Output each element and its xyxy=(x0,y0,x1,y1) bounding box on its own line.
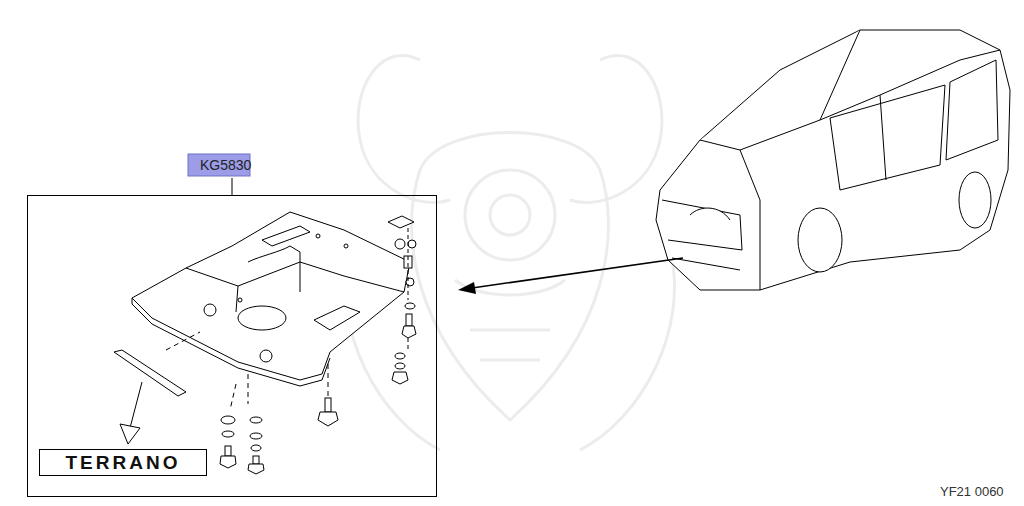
skid-plate xyxy=(132,212,410,386)
logo-text: TERRANO xyxy=(66,453,181,472)
leader-line xyxy=(232,178,233,195)
watermark-mask xyxy=(346,55,675,450)
logo-box: TERRANO xyxy=(39,449,207,476)
parts-frame: KG5830TERRANO xyxy=(27,195,437,497)
bolt-stack xyxy=(388,216,416,384)
garnish-strip xyxy=(114,332,200,444)
bolt-stack xyxy=(220,364,338,474)
pointer-arrow xyxy=(458,258,683,294)
vehicle-outline xyxy=(656,30,1010,290)
figure-code: YF21 0060 xyxy=(940,484,1004,499)
part-number: KG5830 xyxy=(200,157,251,173)
